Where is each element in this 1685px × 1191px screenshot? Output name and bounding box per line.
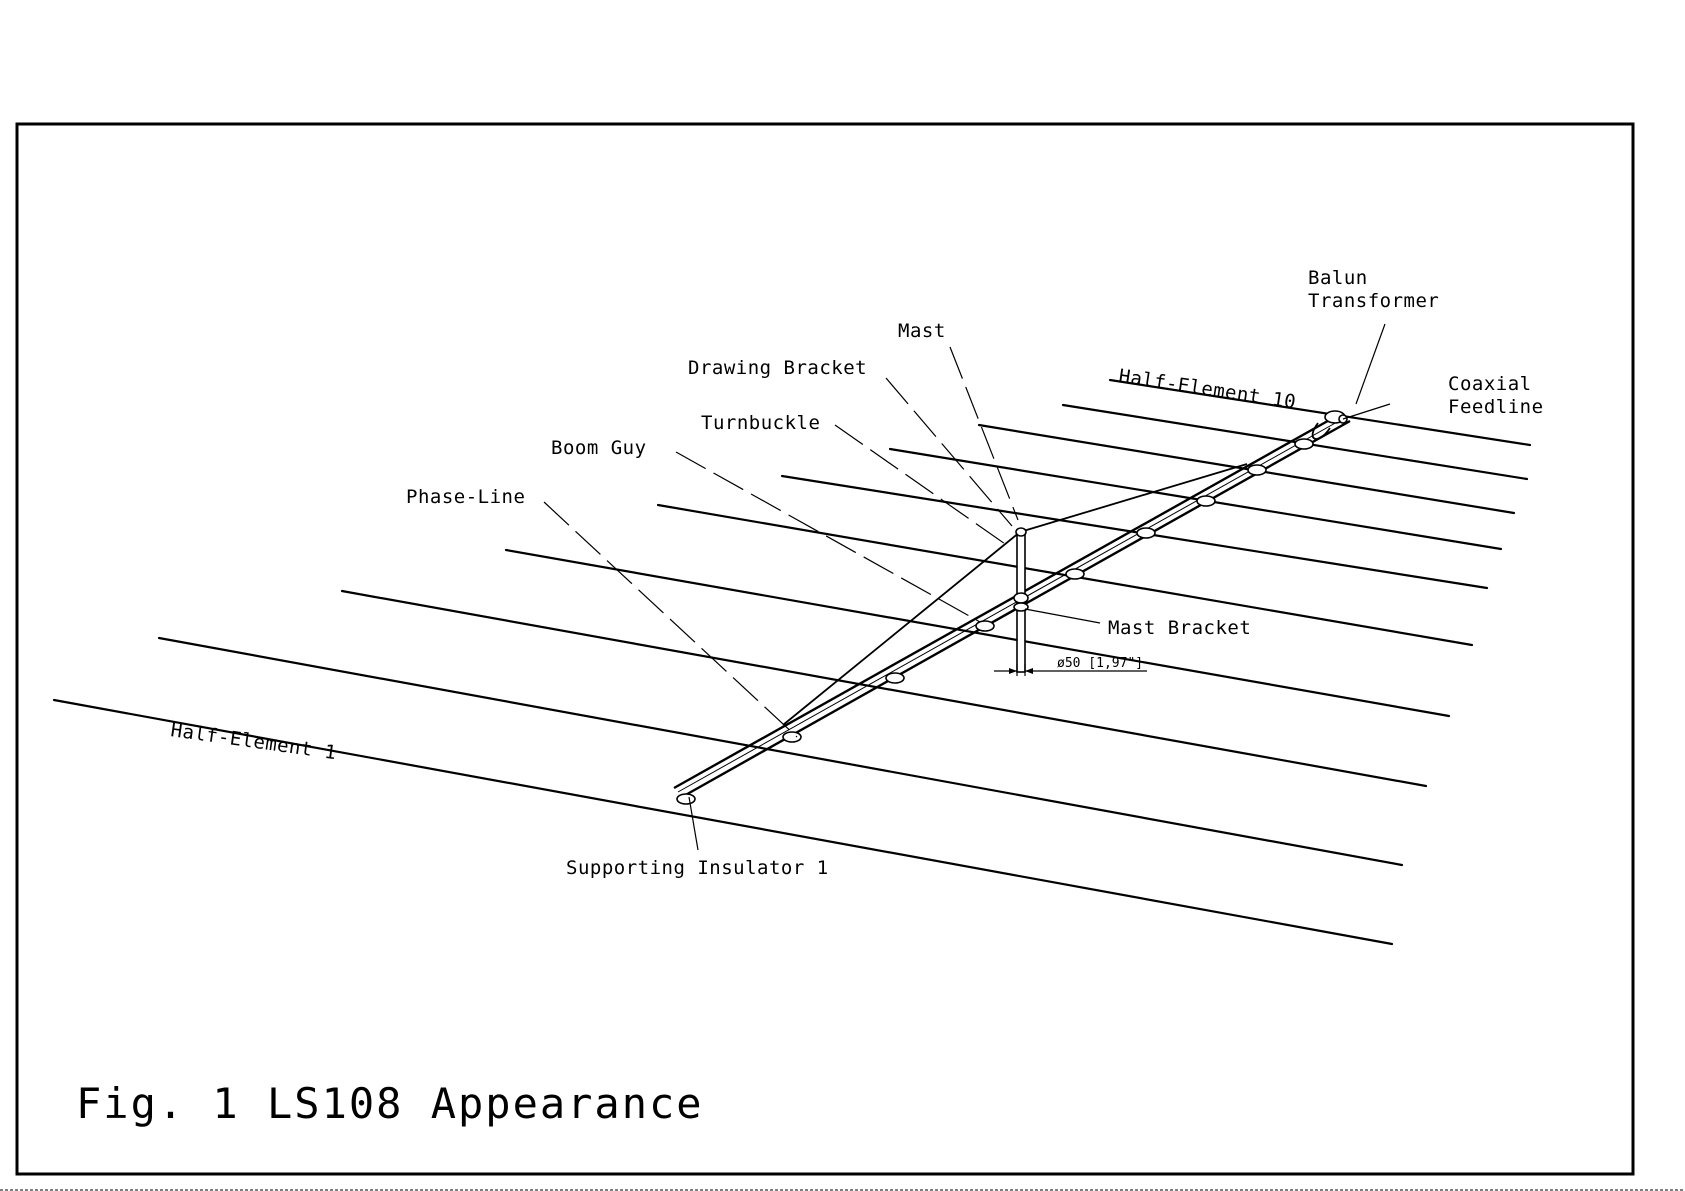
mast-bracket-label: Mast Bracket (1108, 617, 1251, 639)
half-element-8 (979, 425, 1514, 513)
balun-label-line2: Transformer (1308, 290, 1439, 312)
coaxial-label-line1: Coaxial (1448, 373, 1532, 395)
half-element-4 (506, 550, 1449, 716)
supporting-insulator-8 (1248, 465, 1266, 475)
supporting-insulators (677, 412, 1344, 804)
half-element-3 (342, 591, 1426, 786)
supporting-insulator-label: Supporting Insulator 1 (566, 857, 829, 879)
supporting-insulator-4 (976, 621, 994, 631)
supporting-insulator-9 (1295, 439, 1313, 449)
mast (1014, 528, 1028, 672)
supporting-insulator-3 (886, 673, 904, 683)
half-element-6 (782, 476, 1487, 588)
supporting-insulator-1 (677, 794, 695, 804)
balun-label-line1: Balun (1308, 267, 1368, 289)
phase-line-label: Phase-Line (406, 486, 525, 508)
half-element-7 (890, 449, 1501, 549)
half-element-1-label: Half-Element 1 (169, 719, 338, 764)
drawing-bracket-label: Drawing Bracket (688, 357, 867, 379)
mast-label: Mast (898, 320, 946, 342)
supporting-insulator-5 (1066, 569, 1084, 579)
supporting-insulator-6 (1137, 528, 1155, 538)
supporting-insulator-2 (783, 732, 801, 742)
turnbuckle-label: Turnbuckle (701, 412, 820, 434)
mast-diameter-label: ø50 [1,97"] (1057, 656, 1143, 671)
boom-guy-label: Boom Guy (551, 437, 647, 459)
half-element-10-label: Half-Element 10 (1117, 365, 1297, 413)
drawing-frame (17, 124, 1633, 1174)
coaxial-label-line2: Feedline (1448, 396, 1544, 418)
half-element-2 (159, 638, 1402, 865)
supporting-insulator-7 (1197, 496, 1215, 506)
figure-caption: Fig. 1 LS108 Appearance (76, 1079, 704, 1128)
